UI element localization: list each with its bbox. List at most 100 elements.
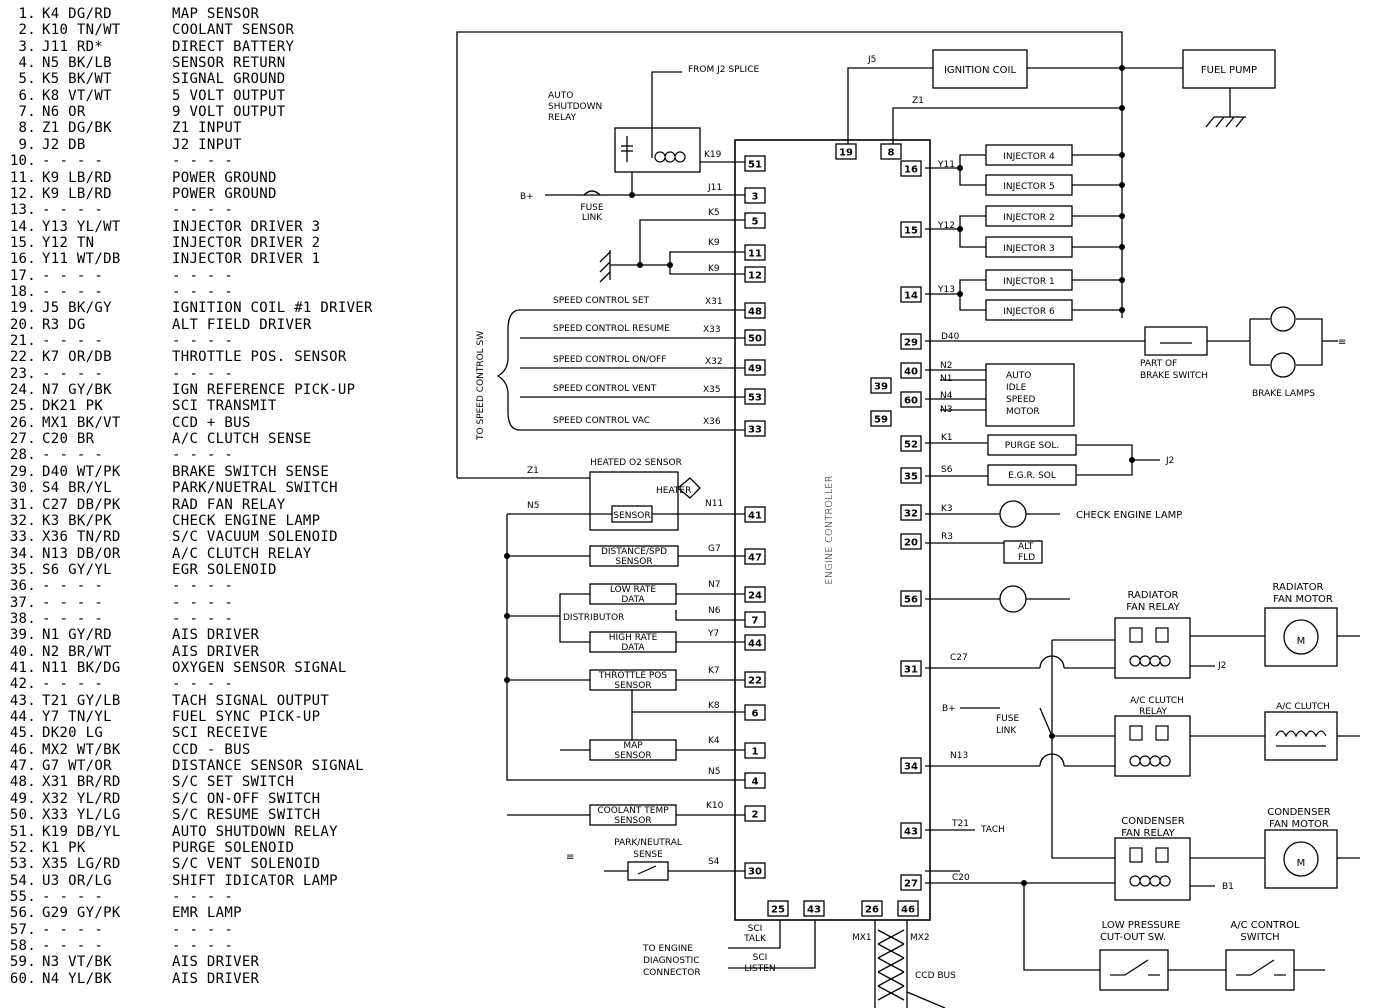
pin-func: - - - - bbox=[172, 283, 234, 300]
pin-func: CCD + BUS bbox=[172, 414, 251, 431]
pin-num: 10. bbox=[9, 153, 36, 170]
connector-pin: 14 bbox=[900, 286, 922, 303]
pin-wire: - - - - bbox=[42, 365, 104, 382]
pin-func: INJECTOR DRIVER 2 bbox=[172, 234, 321, 251]
wire-label: Y11 bbox=[937, 160, 955, 170]
diagram-label: CONDENSER bbox=[1267, 807, 1330, 818]
svg-text:43: 43 bbox=[807, 905, 821, 916]
svg-text:12: 12 bbox=[748, 271, 762, 282]
pin-wire: N7 GY/BK bbox=[42, 382, 112, 399]
svg-text:32: 32 bbox=[904, 509, 918, 520]
diagram-label: ≡ bbox=[566, 852, 574, 863]
pin-wire: - - - - bbox=[42, 888, 104, 905]
map-sensor-label: SENSOR bbox=[614, 751, 651, 761]
pin-wire: K1 PK bbox=[42, 839, 86, 856]
diagram-label: RADIATOR bbox=[1272, 582, 1323, 593]
svg-text:31: 31 bbox=[904, 665, 918, 676]
connector-pin: 26 bbox=[861, 900, 883, 917]
connector-pin: 24 bbox=[744, 586, 766, 603]
svg-text:48: 48 bbox=[748, 307, 762, 318]
pin-wire: X33 YL/LG bbox=[42, 807, 121, 824]
pin-num: 38. bbox=[9, 610, 36, 627]
connector-pin: 19 bbox=[835, 143, 857, 160]
diagram-label: A/C CLUTCH bbox=[1130, 696, 1184, 706]
diagram-label: AUTO bbox=[1006, 371, 1031, 381]
injector-label: INJECTOR 2 bbox=[1003, 213, 1054, 223]
from-j2-label: FROM J2 SPLICE bbox=[688, 65, 759, 75]
pin-wire: K9 LB/RD bbox=[42, 169, 112, 186]
motor-symbol: M bbox=[1297, 858, 1306, 869]
pin-wire: X35 LG/RD bbox=[42, 856, 121, 873]
ccd-bus-label: CCD BUS bbox=[915, 971, 956, 981]
diagram-label: COOLANT TEMP bbox=[597, 806, 669, 816]
o2-sensor-label: HEATED O2 SENSOR bbox=[590, 458, 682, 468]
tach-label: TACH bbox=[980, 825, 1005, 835]
pin-num: 36. bbox=[9, 578, 36, 595]
connector-pin: 8 bbox=[880, 143, 902, 160]
pin-num: 50. bbox=[9, 807, 36, 824]
pin-wire: Y13 YL/WT bbox=[42, 218, 121, 235]
connector-pin: 49 bbox=[744, 359, 766, 376]
pin-func: FUEL SYNC PICK-UP bbox=[172, 709, 321, 726]
diagram-label: LINK bbox=[996, 726, 1017, 736]
pin-num: 54. bbox=[9, 872, 36, 889]
diagram-label: ALT bbox=[1018, 542, 1034, 552]
pin-func: CHECK ENGINE LAMP bbox=[172, 512, 321, 529]
connector-pin: 39 bbox=[870, 377, 892, 394]
injector-label: INJECTOR 3 bbox=[1003, 244, 1054, 254]
pin-wire: N11 BK/DG bbox=[42, 660, 121, 676]
pin-wire: DK21 PK bbox=[42, 398, 104, 415]
low-rate-label: DATA bbox=[621, 595, 645, 605]
ignition-coil-box bbox=[932, 49, 1028, 89]
fuse-link-label: LINK bbox=[582, 213, 603, 223]
pin-func: 5 VOLT OUTPUT bbox=[172, 87, 286, 104]
diagram-label: SCI bbox=[753, 953, 768, 963]
wire-label: D40 bbox=[941, 332, 960, 342]
pin-wire: S4 BR/YL bbox=[42, 480, 112, 497]
pin-func: COOLANT SENSOR bbox=[172, 22, 295, 39]
connector-pin: 30 bbox=[744, 862, 766, 879]
pin-wire: DK20 LG bbox=[42, 725, 104, 742]
pin-wire: K7 OR/DB bbox=[42, 349, 112, 366]
svg-text:7: 7 bbox=[752, 616, 759, 627]
pin-num: 25. bbox=[9, 398, 36, 415]
park-neutral-label: SENSE bbox=[633, 850, 663, 860]
diagram-label: TO ENGINE bbox=[642, 944, 693, 954]
pin-wire: C27 DB/PK bbox=[42, 496, 121, 513]
pin-wire: N1 GY/RD bbox=[42, 627, 112, 644]
pin-wire: - - - - bbox=[42, 333, 104, 349]
pin-num: 58. bbox=[9, 937, 36, 954]
connector-pin: 41 bbox=[744, 506, 766, 523]
pin-num: 20. bbox=[9, 316, 36, 333]
connector-pin: 50 bbox=[744, 329, 766, 346]
distance-sensor-label: SENSOR bbox=[615, 557, 652, 567]
pin-func: INJECTOR DRIVER 3 bbox=[172, 218, 321, 235]
diag-connector-label: CONNECTOR bbox=[643, 968, 701, 978]
wire-label: K5 bbox=[708, 208, 720, 218]
ac-clutch-label: A/C CLUTCH bbox=[1276, 702, 1330, 712]
connector-pin: 33 bbox=[744, 420, 766, 437]
pin-func: ALT FIELD DRIVER bbox=[172, 316, 312, 333]
pin-func: BRAKE SWITCH SENSE bbox=[172, 463, 330, 480]
pin-wire: - - - - bbox=[42, 610, 104, 627]
pin-wire: R3 DG bbox=[42, 316, 86, 333]
wire-label: K9 bbox=[708, 264, 720, 274]
pin-func: 9 VOLT OUTPUT bbox=[172, 104, 286, 121]
pin-func: PURGE SOLENOID bbox=[172, 839, 295, 856]
pin-num: 43. bbox=[9, 692, 36, 709]
pin-func: - - - - bbox=[172, 937, 234, 954]
connector-pin: 43 bbox=[803, 900, 825, 917]
pin-wire: - - - - bbox=[42, 267, 104, 284]
wire-label: Y12 bbox=[937, 221, 955, 231]
connector-pin: 6 bbox=[744, 704, 766, 721]
connector-pin: 40 bbox=[900, 362, 922, 379]
diagram-label: LOW PRESSURE bbox=[1102, 920, 1181, 931]
pin-num: 53. bbox=[9, 856, 36, 873]
pin-wire: K19 DB/YL bbox=[42, 823, 121, 840]
sci-listen-label: LISTEN bbox=[744, 964, 775, 974]
pin-num: 19. bbox=[9, 300, 36, 317]
pin-num: 15. bbox=[9, 234, 36, 251]
pin-func: DISTANCE SENSOR SIGNAL bbox=[172, 758, 365, 775]
diagram-label: HIGH RATE bbox=[609, 633, 658, 643]
connector-pin: 15 bbox=[900, 221, 922, 238]
